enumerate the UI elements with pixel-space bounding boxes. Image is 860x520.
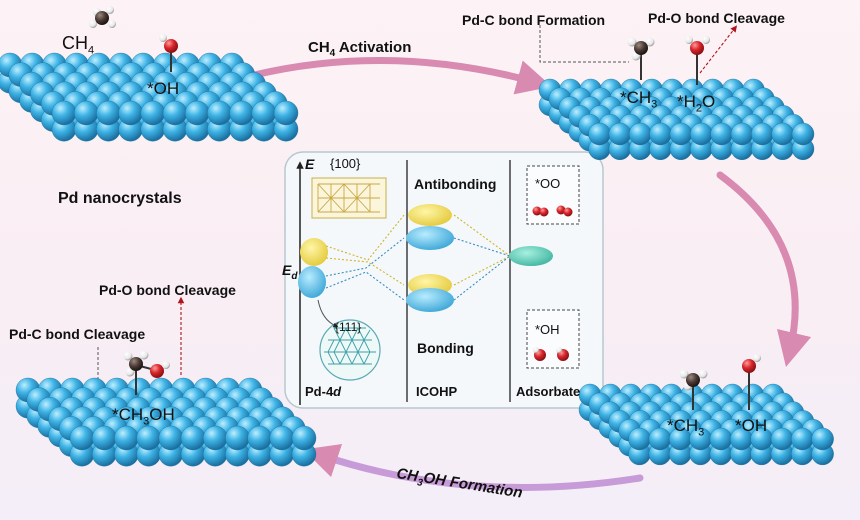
pd-slab-top-left xyxy=(0,52,299,142)
pd-slab-bottom-left xyxy=(15,377,317,467)
pd-4d-label: Pd-4d xyxy=(305,384,342,399)
pd-nanocrystals-label: Pd nanocrystals xyxy=(58,190,182,207)
pd-o-cleavage-top-label: Pd-O bond Cleavage xyxy=(648,10,785,26)
facet-100-label: {100} xyxy=(330,156,361,171)
pd-c-cleavage-label: Pd-C bond Cleavage xyxy=(9,326,146,342)
molecules xyxy=(89,6,761,410)
inset-panel xyxy=(284,151,604,409)
ch3oh-molecule xyxy=(123,350,170,395)
ch3oh-label: *CH3OH xyxy=(112,405,175,428)
ch3-molecule-top-right xyxy=(627,37,655,80)
pd-slab-top-right xyxy=(538,78,815,161)
arrow-ch4-activation xyxy=(231,57,552,95)
ch3-molecule-bottom-right xyxy=(679,369,708,410)
facet-111-label: {111} xyxy=(335,320,362,334)
icohp-label: ICOHP xyxy=(416,384,458,399)
ch3-label-top-right: *CH3 xyxy=(620,88,658,111)
oh-inset-label: *OH xyxy=(535,322,560,337)
pd-slab-bottom-right xyxy=(578,383,834,466)
oh-molecule-top-left xyxy=(159,34,178,72)
pd-slabs xyxy=(0,52,834,467)
antibonding-label: Antibonding xyxy=(414,176,497,192)
pd-o-cleavage-left-label: Pd-O bond Cleavage xyxy=(99,282,236,298)
h2o-label: *H2O xyxy=(677,92,716,115)
adsorbate-label: Adsorbate xyxy=(516,384,581,399)
bonding-label: Bonding xyxy=(417,340,474,356)
oh-molecule-bottom-right xyxy=(742,354,761,410)
oh-label-top-left: *OH xyxy=(147,79,180,98)
oh-label-bottom-right: *OH xyxy=(735,416,768,435)
pd-c-formation-label: Pd-C bond Formation xyxy=(462,12,606,28)
arrow-ch3oh-formation xyxy=(303,443,644,491)
leader-lines xyxy=(97,25,738,395)
ed-label: Ed xyxy=(282,262,298,282)
energy-axis-label: E xyxy=(305,156,315,172)
ch3-label-bottom-right: *CH3 xyxy=(667,416,705,439)
cycle-arrows xyxy=(231,57,812,491)
arrow-right-side xyxy=(716,171,812,368)
ch4-label: CH4 xyxy=(62,33,95,57)
h2o-molecule xyxy=(685,36,710,85)
ch4-activation-label: CH4 Activation xyxy=(308,39,412,59)
ch4-molecule xyxy=(89,6,116,28)
oo-label: *OO xyxy=(535,176,561,191)
